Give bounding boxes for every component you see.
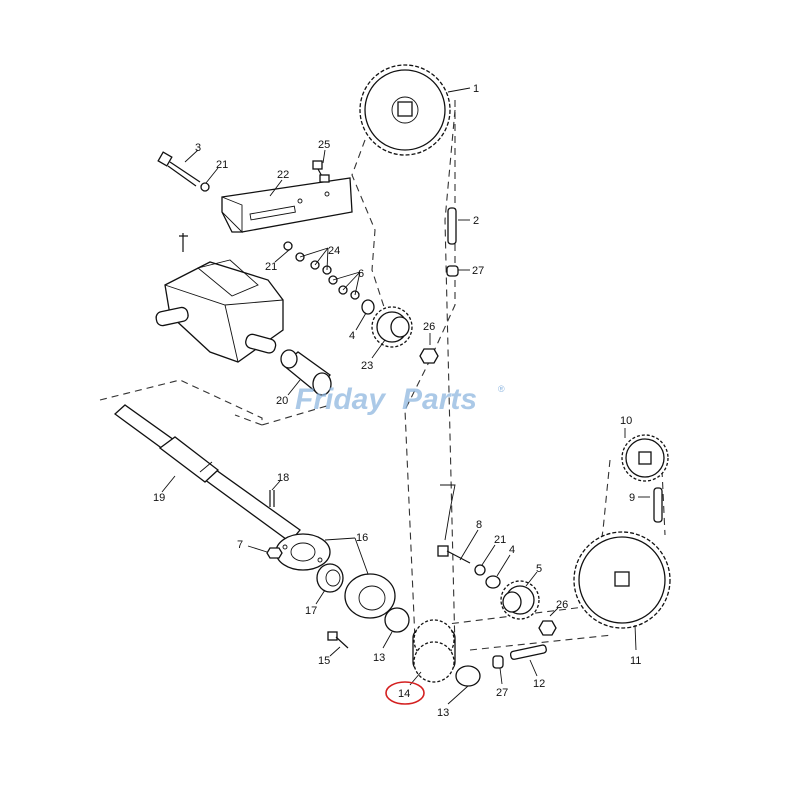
bearing-17 (316, 563, 344, 593)
callout-16: 16 (356, 532, 368, 544)
callout-1: 1 (473, 83, 479, 95)
callout-6: 6 (358, 268, 364, 280)
chain-2 (447, 207, 457, 245)
watermark-friday: Friday (295, 383, 386, 416)
callout-15: 15 (318, 655, 330, 667)
callout-8: 8 (476, 519, 482, 531)
washer-21-right (474, 564, 486, 576)
flange-16-right (344, 573, 396, 619)
callout-13-left: 13 (373, 652, 385, 664)
shaft-19 (113, 404, 301, 543)
callout-18: 18 (277, 472, 289, 484)
callout-2: 2 (473, 215, 479, 227)
callout-9: 9 (629, 492, 635, 504)
callout-24: 24 (328, 245, 340, 257)
tube-20 (280, 349, 332, 396)
callout-13-right: 13 (437, 707, 449, 719)
sprocket-1 (359, 64, 451, 156)
washer-21-mid (283, 241, 293, 251)
flange-16-left (275, 533, 331, 571)
watermark: Friday Parts ® (295, 383, 505, 416)
bolt-25 (312, 160, 330, 183)
bolt-3 (157, 151, 201, 187)
nut-26-right (538, 620, 557, 636)
callout-21-right: 21 (494, 534, 506, 546)
bolt-8 (437, 545, 471, 564)
washer-4-right (485, 575, 501, 589)
washer-21-top (200, 182, 210, 192)
chain-12 (509, 644, 547, 660)
callout-26-top: 26 (423, 321, 435, 333)
sprocket-10 (621, 434, 669, 482)
callout-22: 22 (277, 169, 289, 181)
watermark-parts: Parts (402, 383, 477, 416)
sprocket-14 (412, 619, 456, 683)
callout-12: 12 (533, 678, 545, 690)
callout-10: 10 (620, 415, 632, 427)
callout-21-mid: 21 (265, 261, 277, 273)
callout-5: 5 (536, 563, 542, 575)
callout-4-right: 4 (509, 544, 515, 556)
watermark-mark: ® (498, 384, 505, 394)
sprocket-5 (500, 580, 540, 620)
spacer-13-right (455, 665, 481, 687)
chain-9 (653, 487, 663, 523)
callout-23: 23 (361, 360, 373, 372)
pin-18 (269, 490, 275, 507)
bolt-15 (327, 631, 349, 649)
sprocket-11 (573, 531, 671, 629)
connector-27-bottom (492, 655, 504, 669)
nut-7 (266, 547, 283, 559)
bracket-22 (221, 177, 353, 234)
callout-19: 19 (153, 492, 165, 504)
gearbox-housing (155, 233, 284, 363)
callout-11: 11 (630, 655, 641, 667)
callout-4-top: 4 (349, 330, 355, 342)
callout-27-top: 27 (472, 265, 484, 277)
callout-26-right: 26 (556, 599, 568, 611)
callout-27-bottom: 27 (496, 687, 508, 699)
spacer-13-left (384, 607, 410, 633)
callout-17: 17 (305, 605, 317, 617)
callout-20: 20 (276, 395, 288, 407)
upper-chain-path (351, 100, 456, 651)
highlight-circle (385, 681, 425, 705)
nut-26-top (419, 348, 439, 364)
washer-4-top (361, 299, 375, 315)
leader-lines (161, 87, 650, 705)
frame-outline-dashed (99, 379, 331, 426)
callout-14: 14 (398, 688, 410, 700)
chain-guide (440, 484, 456, 541)
callout-25: 25 (318, 139, 330, 151)
sprocket-23 (371, 306, 413, 348)
callout-3: 3 (195, 142, 201, 154)
callout-7: 7 (237, 539, 243, 551)
callout-21-top: 21 (216, 159, 228, 171)
connector-27-top (446, 265, 459, 277)
